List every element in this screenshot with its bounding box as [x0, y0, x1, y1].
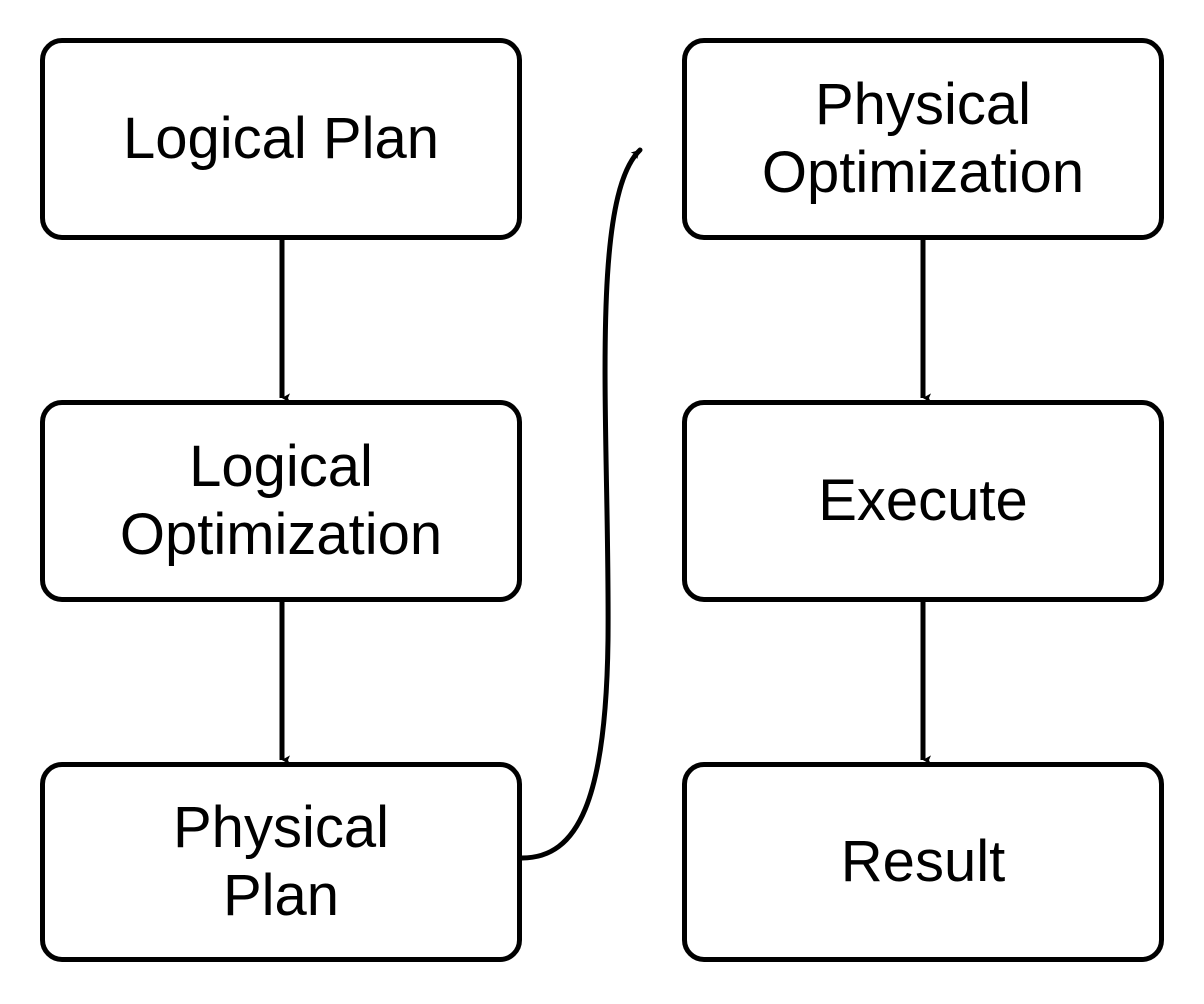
edge-physical-plan-to-physical-optimization: [519, 147, 643, 861]
node-logical-plan[interactable]: Logical Plan: [40, 38, 522, 240]
node-logical-optimization[interactable]: Logical Optimization: [40, 400, 522, 602]
node-result[interactable]: Result: [682, 762, 1164, 962]
node-label-logical-optimization: Logical Optimization: [119, 434, 443, 567]
node-label-result: Result: [840, 829, 1006, 894]
node-label-physical-plan: Physical Plan: [173, 795, 389, 928]
node-execute[interactable]: Execute: [682, 400, 1164, 602]
node-physical-plan[interactable]: Physical Plan: [40, 762, 522, 962]
node-label-execute: Execute: [818, 468, 1028, 533]
node-physical-optimization[interactable]: Physical Optimization: [682, 38, 1164, 240]
node-label-physical-optimization: Physical Optimization: [761, 72, 1085, 205]
node-label-logical-plan: Logical Plan: [123, 106, 439, 171]
